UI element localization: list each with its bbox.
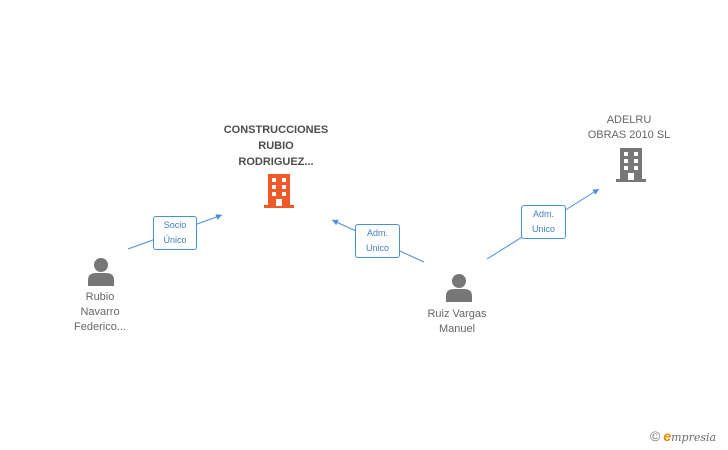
edge-label-adm-unico[interactable]: Adm. Unico bbox=[521, 205, 566, 239]
main-company-line-3: RODRIGUEZ... bbox=[238, 156, 314, 168]
edge-label-line-1: Adm. bbox=[366, 228, 388, 238]
adelru-line-1: ADELRU bbox=[606, 114, 652, 126]
main-company-line-2: RUBIO bbox=[258, 140, 294, 152]
ruiz-label[interactable]: Ruiz Vargas Manuel bbox=[407, 307, 507, 337]
edge-label-socio-unico[interactable]: Socio Único bbox=[153, 216, 197, 250]
edge-label-line-1: Socio bbox=[163, 220, 187, 230]
ruiz-line-2: Manuel bbox=[438, 323, 476, 335]
rubio-line-1: Rubio bbox=[85, 291, 115, 303]
adelru-line-2: OBRAS 2010 SL bbox=[587, 129, 671, 141]
empresia-logo: empresia bbox=[663, 428, 716, 444]
copyright-symbol: © bbox=[650, 428, 661, 444]
main-company-line-1: CONSTRUCCIONES bbox=[223, 124, 329, 136]
rubio-line-2: Navarro bbox=[80, 306, 120, 318]
edge-label-adm-unico[interactable]: Adm. Unico bbox=[355, 224, 400, 258]
rubio-line-3: Federico... bbox=[74, 321, 126, 333]
edge-label-line-2: Unico bbox=[365, 243, 389, 253]
person-icon[interactable] bbox=[86, 256, 116, 286]
edge-label-line-2: Único bbox=[163, 235, 187, 245]
building-icon[interactable] bbox=[615, 148, 647, 182]
rubio-label[interactable]: Rubio Navarro Federico... bbox=[50, 290, 150, 335]
main-company-label[interactable]: CONSTRUCCIONES RUBIO RODRIGUEZ... bbox=[200, 122, 352, 170]
logo-text: mpresia bbox=[671, 431, 717, 444]
person-icon[interactable] bbox=[444, 272, 474, 302]
brand-watermark: © empresia bbox=[650, 428, 716, 444]
adelru-label[interactable]: ADELRU OBRAS 2010 SL bbox=[570, 113, 688, 143]
edge-label-line-2: Unico bbox=[531, 224, 555, 234]
edge-label-line-1: Adm. bbox=[532, 209, 554, 219]
ruiz-line-1: Ruiz Vargas bbox=[427, 308, 487, 320]
logo-e: e bbox=[663, 428, 672, 444]
building-icon[interactable] bbox=[263, 174, 295, 208]
